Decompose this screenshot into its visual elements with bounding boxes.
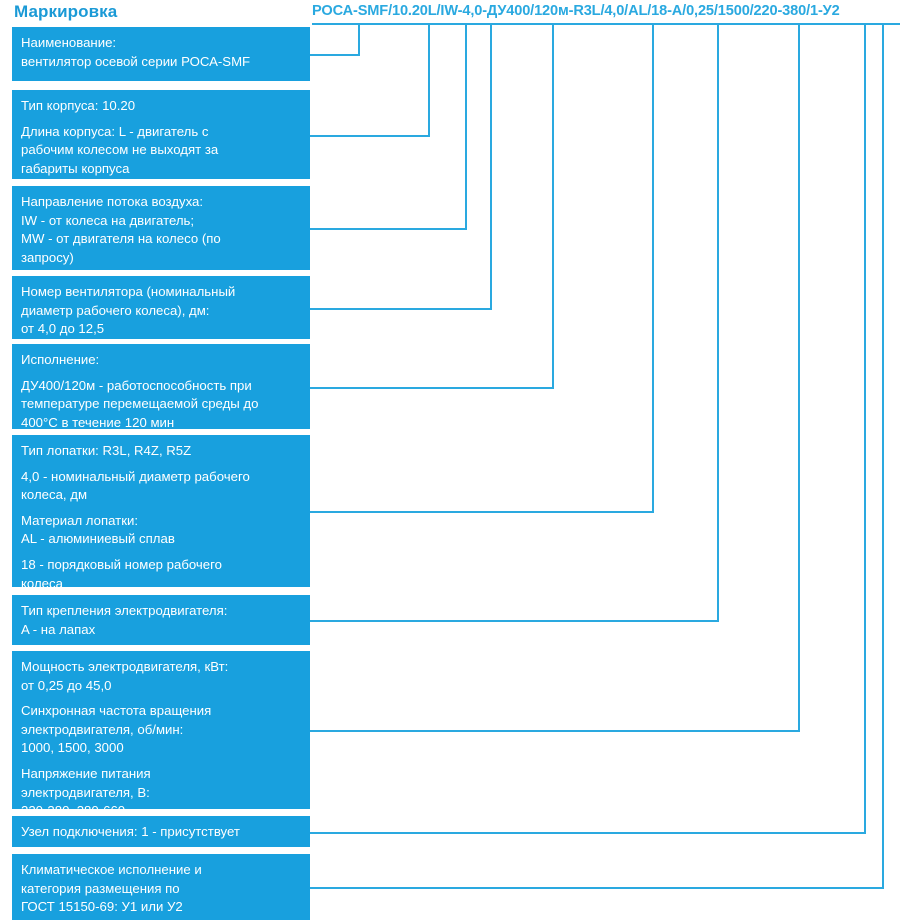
info-box-paragraph: Тип корпуса: 10.20 [21,97,301,116]
info-box-paragraph: Синхронная частота вращения электродвигат… [21,702,301,758]
info-box-paragraph: Направление потока воздуха: IW - от колес… [21,193,301,267]
info-box-line: AL - алюминиевый сплав [21,531,175,547]
info-box-line: запросу) [21,249,74,265]
info-box-line: температуре перемещаемой среды до [21,396,259,412]
info-box-paragraph: Исполнение: [21,351,301,370]
info-box-line: Синхронная частота вращения [21,703,212,719]
info-box-line: электродвигателя, В: [21,784,150,800]
info-box-paragraph: Материал лопатки: AL - алюминиевый сплав [21,512,301,549]
info-box-paragraph: ДУ400/120м - работоспособность при темпер… [21,377,301,433]
info-box-line: электродвигателя, об/мин: [21,721,184,737]
info-box-uzel-podklyucheniya: Узел подключения: 1 - присутствует [12,816,310,847]
info-box-line: IW - от колеса на двигатель; [21,212,195,228]
info-box-paragraph: 18 - порядковый номер рабочего колеса [21,556,301,593]
info-box-line: ДУ400/120м - работоспособность при [21,377,252,393]
leader-line-vertical-moshchnost [798,24,800,732]
info-box-line: Длина корпуса: L - двигатель с [21,123,209,139]
info-box-line: от 4,0 до 12,5 [21,321,105,337]
info-box-line: колеса [21,575,63,591]
leader-line-vertical-klimaticheskoe [882,24,884,889]
info-box-line: MW - от двигателя на колесо (по [21,231,221,247]
info-box-line: 220-380, 380-660 [21,803,126,819]
leader-line-vertical-tip-lopatki [652,24,654,513]
info-box-line: Тип корпуса: 10.20 [21,98,136,113]
info-box-line: Тип крепления электродвигателя: [21,603,228,618]
leader-line-horizontal-napravlenie-potoka [310,228,467,230]
info-box-line: габариты корпуса [21,160,130,176]
product-code: РОСА-SMF/10.20L/IW-4,0-ДУ400/120м-R3L/4,… [312,3,840,19]
leader-line-horizontal-moshchnost [310,730,800,732]
info-box-paragraph: Климатическое исполнение и категория разм… [21,861,301,917]
info-box-line: 18 - порядковый номер рабочего [21,556,222,572]
info-box-tip-krepleniya: Тип крепления электродвигателя: A - на ла… [12,595,310,645]
info-box-paragraph: Тип крепления электродвигателя: A - на ла… [21,602,301,639]
info-box-line: Узел подключения: 1 - присутствует [21,824,240,839]
info-box-napravlenie-potoka: Направление потока воздуха: IW - от колес… [12,186,310,270]
info-box-line: Исполнение: [21,352,100,367]
info-box-ispolnenie: Исполнение: ДУ400/120м - работоспособност… [12,344,310,430]
leader-line-vertical-naimenovanie [358,24,360,56]
info-box-line: 4,0 - номинальный диаметр рабочего [21,468,250,484]
info-box-paragraph: Номер вентилятора (номинальный диаметр ра… [21,283,301,339]
leader-line-horizontal-tip-lopatki [310,511,654,513]
info-box-line: Наименование: [21,35,117,50]
info-box-line: Климатическое исполнение и [21,862,202,877]
info-box-line: Мощность электродвигателя, кВт: [21,659,229,674]
info-box-line: вентилятор осевой серии РОСА-SMF [21,53,251,69]
info-box-line: колеса, дм [21,487,88,503]
info-box-paragraph: Тип лопатки: R3L, R4Z, R5Z [21,442,301,461]
leader-line-vertical-nomer-ventilyatora [490,24,492,310]
leader-line-horizontal-tip-krepleniya [310,620,719,622]
info-box-line: Направление потока воздуха: [21,194,204,209]
info-box-line: от 0,25 до 45,0 [21,677,112,693]
leader-line-vertical-uzel-podklyucheniya [864,24,866,834]
leader-line-horizontal-uzel-podklyucheniya [310,832,866,834]
info-box-nomer-ventilyatora: Номер вентилятора (номинальный диаметр ра… [12,276,310,339]
info-box-line: категория размещения по [21,880,180,896]
info-box-paragraph: Длина корпуса: L - двигатель с рабочим ко… [21,123,301,179]
info-box-line: Номер вентилятора (номинальный [21,284,236,299]
leader-line-vertical-tip-krepleniya [717,24,719,622]
info-box-paragraph: Узел подключения: 1 - присутствует [21,823,301,842]
leader-line-vertical-tip-korpusa [428,24,430,137]
leader-line-vertical-ispolnenie [552,24,554,389]
leader-line-horizontal-nomer-ventilyatora [310,308,492,310]
info-box-paragraph: Напряжение питания электродвигателя, В: 22… [21,765,301,821]
info-box-line: диаметр рабочего колеса), дм: [21,302,210,318]
info-box-line: Напряжение питания [21,765,151,781]
info-box-line: Тип лопатки: R3L, R4Z, R5Z [21,443,192,458]
info-box-line: ГОСТ 15150-69: У1 или У2 [21,899,183,915]
leader-line-horizontal-tip-korpusa [310,135,430,137]
leader-line-horizontal-ispolnenie [310,387,554,389]
info-box-line: 1000, 1500, 3000 [21,740,124,756]
info-box-paragraph: Мощность электродвигателя, кВт: от 0,25 д… [21,658,301,695]
product-code-underline [312,23,900,25]
info-box-paragraph: Наименование: вентилятор осевой серии РОС… [21,34,301,71]
info-box-tip-lopatki: Тип лопатки: R3L, R4Z, R5Z 4,0 - номиналь… [12,435,310,591]
leader-line-horizontal-klimaticheskoe [310,887,884,889]
info-box-moshchnost: Мощность электродвигателя, кВт: от 0,25 д… [12,651,310,818]
info-box-paragraph: 4,0 - номинальный диаметр рабочего колеса… [21,468,301,505]
leader-line-vertical-napravlenie-potoka [465,24,467,230]
info-box-line: A - на лапах [21,621,96,637]
info-box-klimaticheskoe: Климатическое исполнение и категория разм… [12,854,310,920]
page-title: Маркировка [14,2,118,21]
info-box-line: Материал лопатки: [21,512,139,528]
info-box-naimenovanie: Наименование: вентилятор осевой серии РОС… [12,27,310,81]
info-box-line: рабочим колесом не выходят за [21,142,219,158]
leader-line-horizontal-naimenovanie [310,54,360,56]
info-box-line: 400°С в течение 120 мин [21,414,175,430]
